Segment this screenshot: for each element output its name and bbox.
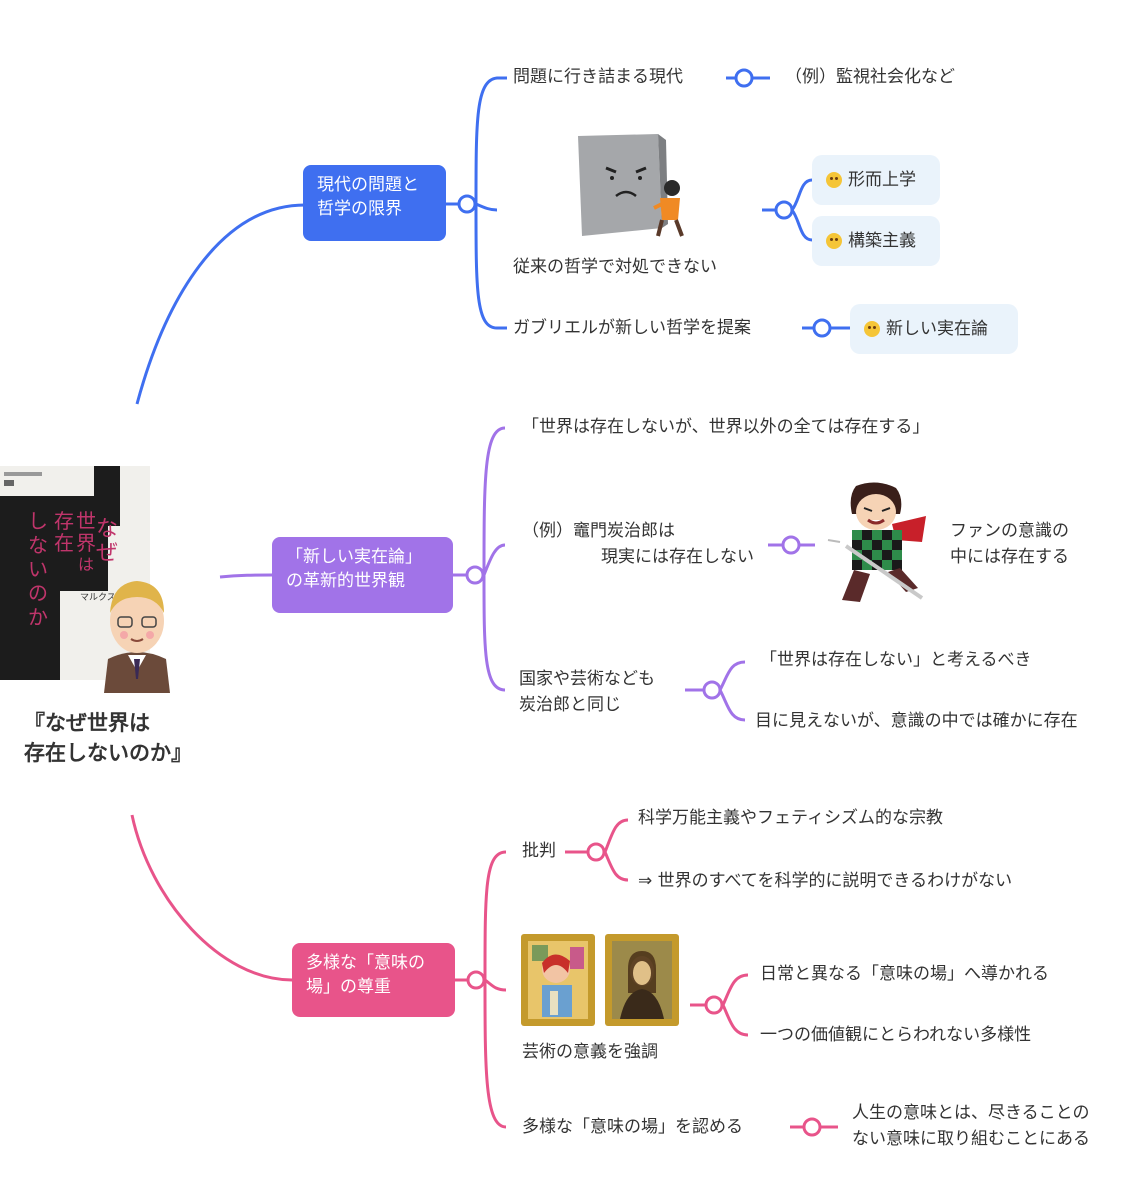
pill-new-realism[interactable]: 新しい実在論 (850, 304, 1018, 354)
node-scientism-critique[interactable]: 科学万能主義やフェティシズム的な宗教 (638, 808, 943, 828)
book-title-col1: な (96, 517, 118, 542)
node-should-think-world-not-exist[interactable]: 「世界は存在しない」と考えるべき (760, 650, 1032, 670)
star-eyes-face-icon (864, 321, 880, 337)
two-paintings-illustration (520, 933, 680, 1027)
root-title: 『なぜ世界は 存在しないのか』 (24, 711, 192, 765)
node-cannot-explain-all[interactable]: ⇒ 世界のすべてを科学的に説明できるわけがない (638, 871, 1013, 891)
pill-constructivism[interactable]: 構築主義 (812, 216, 940, 266)
node-surveillance-example[interactable]: （例）監視社会化など (785, 67, 955, 87)
svg-text:い: い (28, 557, 48, 581)
node-criticism[interactable]: 批判 (522, 841, 556, 861)
svg-text:は: は (78, 555, 94, 574)
svg-text:存: 存 (54, 509, 74, 533)
crying-face-icon (826, 172, 842, 188)
branch-new-realism-worldview[interactable]: 「新しい実在論」 の革新的世界観 (272, 537, 453, 613)
svg-text:世: 世 (76, 509, 96, 533)
root-to-branch1-line (135, 203, 306, 405)
node-meaning-of-life[interactable]: 人生の意味とは、尽きることの ない意味に取り組むことにある (852, 1103, 1090, 1149)
branch-modern-problems[interactable]: 現代の問題と 哲学の限界 (303, 165, 446, 241)
node-led-to-different-field[interactable]: 日常と異なる「意味の場」へ導かれる (760, 964, 1049, 984)
pill-metaphysics[interactable]: 形而上学 (812, 155, 940, 205)
professor-illustration (98, 575, 176, 693)
node-accept-diverse-fields[interactable]: 多様な「意味の場」を認める (522, 1117, 743, 1137)
svg-text:ぜ: ぜ (96, 541, 118, 566)
node-nation-and-art[interactable]: 国家や芸術なども 炭治郎と同じ (519, 669, 655, 715)
root-to-branch2-line (219, 573, 273, 579)
swordsman-illustration (826, 480, 940, 610)
branch-fields-of-sense[interactable]: 多様な「意味の 場」の尊重 (292, 943, 455, 1017)
svg-text:か: か (28, 605, 48, 629)
wall-blocking-person-illustration (570, 132, 690, 240)
book-author: マルクス (80, 592, 116, 603)
svg-text:の: の (28, 581, 48, 605)
crying-face-icon (826, 233, 842, 249)
svg-text:し: し (28, 509, 48, 533)
node-gabriel-proposal[interactable]: ガブリエルが新しい哲学を提案 (513, 318, 751, 338)
node-old-philosophy-fails[interactable]: 従来の哲学で対処できない (513, 257, 717, 277)
node-modern-deadlock[interactable]: 問題に行き詰まる現代 (513, 67, 683, 87)
node-tanjiro-example[interactable]: （例）竈門炭治郎は 現実には存在しない (522, 521, 754, 567)
svg-text:界: 界 (76, 531, 96, 555)
node-invisible-but-exists[interactable]: 目に見えないが、意識の中では確かに存在 (755, 711, 1078, 731)
node-exists-in-fans-mind[interactable]: ファンの意識の 中には存在する (950, 521, 1069, 567)
node-world-does-not-exist[interactable]: 「世界は存在しないが、世界以外の全ては存在する」 (522, 417, 930, 437)
svg-text:な: な (28, 533, 48, 557)
node-diversity-not-bound[interactable]: 一つの価値観にとらわれない多様性 (760, 1025, 1032, 1045)
node-art-significance[interactable]: 芸術の意義を強調 (522, 1042, 658, 1062)
root-to-branch3-line (130, 814, 293, 982)
svg-text:在: 在 (54, 531, 74, 555)
